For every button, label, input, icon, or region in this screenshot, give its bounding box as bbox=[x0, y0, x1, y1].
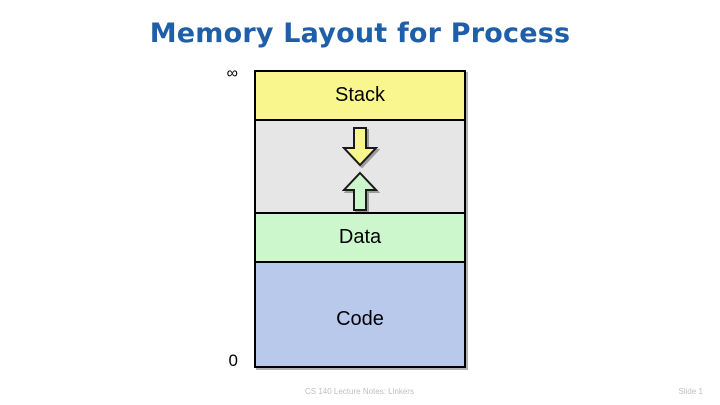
footer-source-text: CS 140 Lecture Notes: Linkers bbox=[305, 387, 414, 396]
memory-segment-data: Data bbox=[256, 214, 464, 263]
memory-segment-code: Code bbox=[256, 263, 464, 366]
segment-label-data: Data bbox=[338, 226, 382, 248]
segment-label-stack: Stack bbox=[334, 84, 386, 106]
page-title: Memory Layout for Process bbox=[149, 18, 571, 49]
segment-label-code: Code bbox=[336, 308, 384, 330]
memory-segment-free-space bbox=[256, 121, 464, 214]
address-label-bottom: 0 bbox=[228, 351, 238, 370]
memory-layout-diagram: Stack Data Code bbox=[254, 70, 466, 368]
memory-segment-stack: Stack bbox=[256, 72, 464, 121]
heap-growth-up-arrow-icon bbox=[342, 171, 378, 211]
address-label-top: ∞ bbox=[226, 65, 238, 82]
footer-slide-number: Slide 1 bbox=[678, 387, 703, 396]
stack-growth-down-arrow-icon bbox=[342, 127, 378, 167]
